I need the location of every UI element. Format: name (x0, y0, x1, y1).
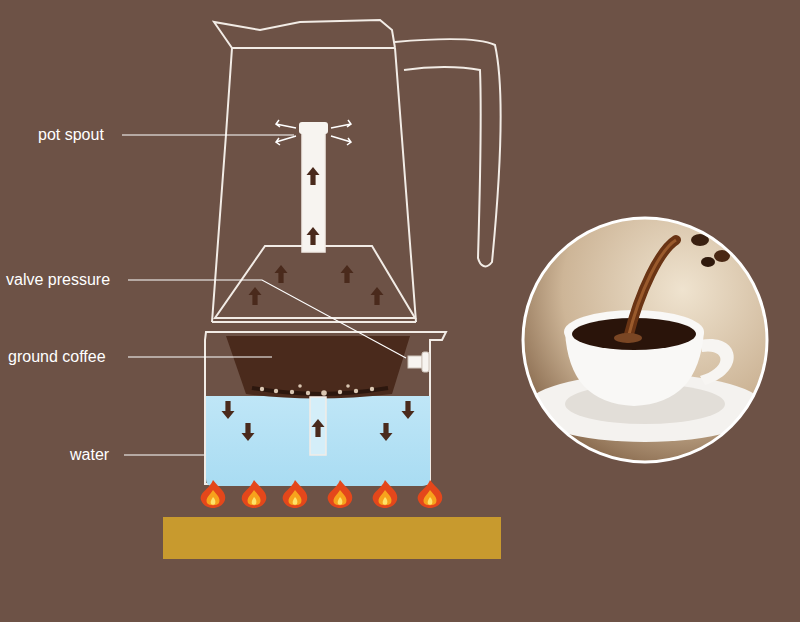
part-label: ground coffee (8, 348, 106, 366)
part-label: water (70, 446, 109, 464)
part-label: valve pressure (6, 271, 110, 289)
part-label: pot spout (38, 126, 104, 144)
